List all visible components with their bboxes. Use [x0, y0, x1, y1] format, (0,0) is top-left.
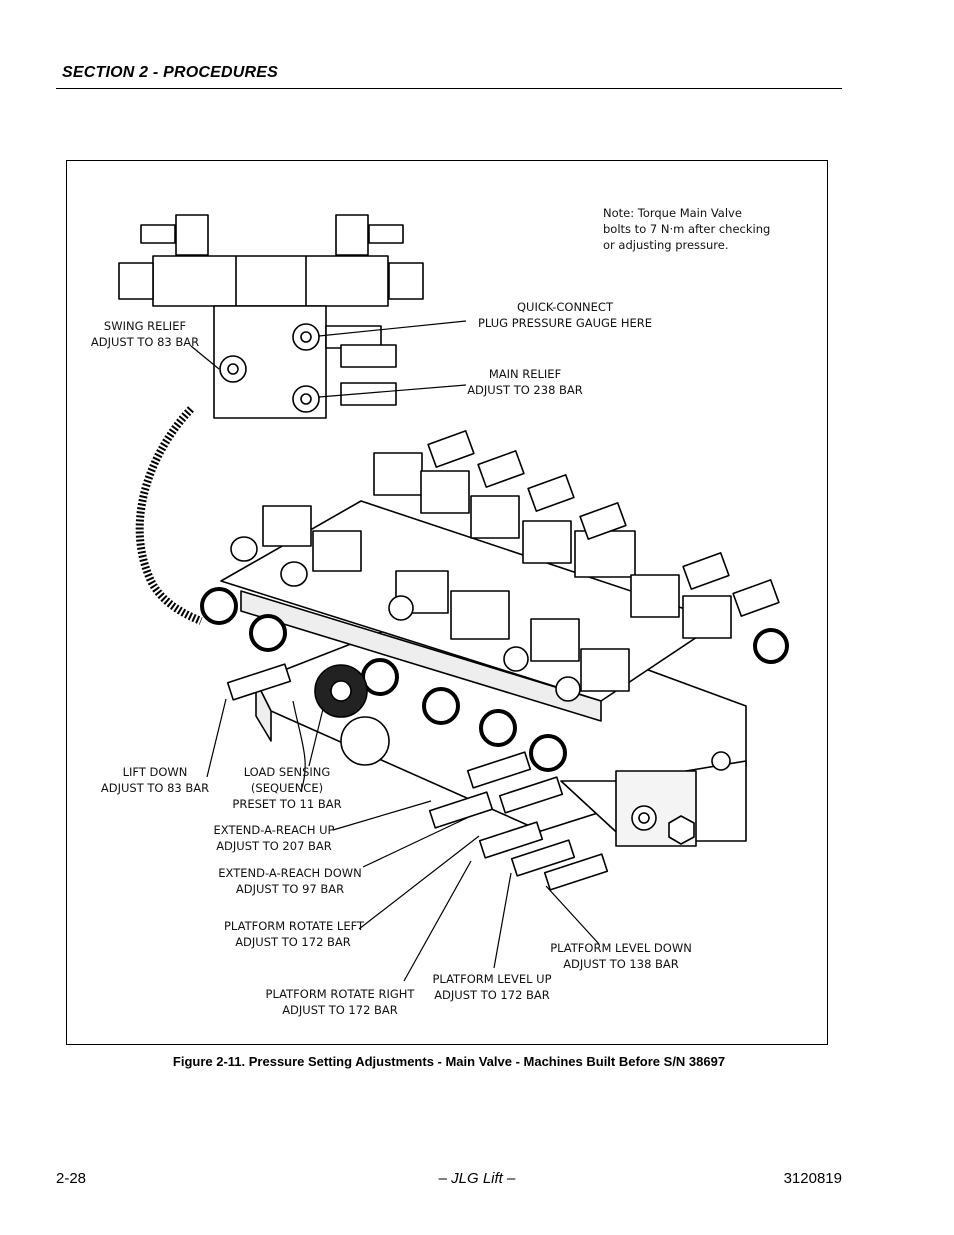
figure-caption-text: Figure 2-11. Pressure Setting Adjustment… [172, 1054, 726, 1069]
publisher: – JLG Lift – [438, 1170, 516, 1187]
platform-level-up-label: PLATFORM LEVEL UP ADJUST TO 172 BAR [432, 972, 552, 1002]
swing-relief-label: SWING RELIEF ADJUST TO 83 BAR [90, 319, 200, 349]
figure-caption: Figure 2-11. Pressure Setting Adjustment… [0, 1054, 954, 1069]
lift-down-label: LIFT DOWN ADJUST TO 83 BAR [100, 765, 210, 795]
torque-note: Note: Torque Main Valve bolts to 7 N·m a… [603, 206, 771, 252]
extend-reach-down-label: EXTEND-A-REACH DOWN ADJUST TO 97 BAR [218, 866, 362, 896]
platform-level-down-label: PLATFORM LEVEL DOWN ADJUST TO 138 BAR [550, 941, 692, 971]
extend-reach-up-label: EXTEND-A-REACH UP ADJUST TO 207 BAR [213, 823, 335, 853]
platform-rotate-left-label: PLATFORM ROTATE LEFT ADJUST TO 172 BAR [224, 919, 365, 949]
main-relief-label: MAIN RELIEF ADJUST TO 238 BAR [467, 367, 583, 397]
page-number: 2-28 [56, 1170, 87, 1187]
section-title: SECTION 2 - PROCEDURES [62, 64, 278, 81]
load-sensing-label: LOAD SENSING (SEQUENCE) PRESET TO 11 BAR [232, 765, 342, 811]
valve-illustration [118, 214, 789, 982]
platform-rotate-right-label: PLATFORM ROTATE RIGHT ADJUST TO 172 BAR [265, 987, 415, 1017]
document-number: 3120819 [783, 1170, 842, 1187]
figure-frame: Note: Torque Main Valve bolts to 7 N·m a… [66, 160, 828, 1045]
header-rule [56, 88, 842, 89]
quick-connect-label: QUICK-CONNECT PLUG PRESSURE GAUGE HERE [477, 300, 653, 330]
